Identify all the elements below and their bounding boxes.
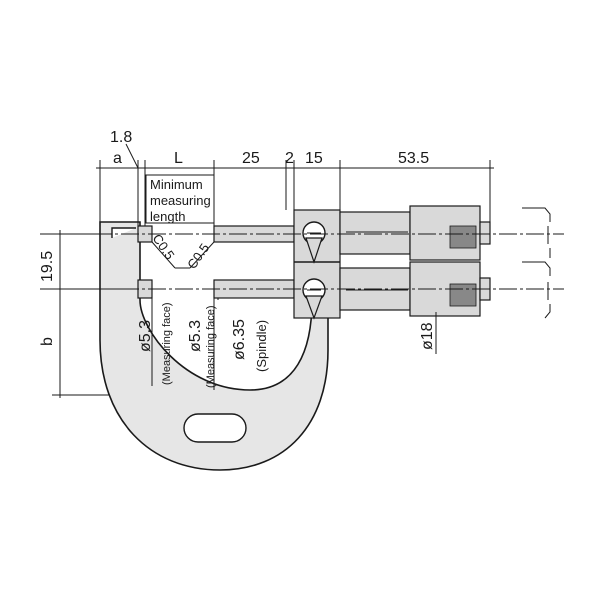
top-dimension-chain bbox=[96, 143, 494, 226]
dim-face-2: ø5.3 bbox=[187, 320, 204, 352]
dim-19-5: 19.5 bbox=[39, 251, 56, 282]
chamfer-left: C0.5 bbox=[150, 231, 178, 262]
dim-b: b bbox=[39, 337, 56, 346]
spindle-clamp-block bbox=[293, 209, 341, 320]
dim-face-1: ø5.3 bbox=[137, 320, 154, 352]
label-face-2: (Measuring face) bbox=[205, 305, 217, 388]
dim-thimble: ø18 bbox=[419, 322, 436, 350]
dim-25: 25 bbox=[242, 150, 260, 167]
minimum-note-box bbox=[145, 174, 215, 224]
label-face-1: (Measuring face) bbox=[161, 302, 173, 385]
minimum-note-line1: Minimum bbox=[150, 177, 203, 192]
minimum-note-line2: measuring bbox=[150, 193, 211, 208]
chamfer-right: C0.5 bbox=[184, 241, 212, 272]
dim-53-5: 53.5 bbox=[398, 150, 429, 167]
dim-1-8: 1.8 bbox=[110, 129, 132, 146]
minimum-note-line3: length bbox=[150, 209, 185, 224]
face-leaders bbox=[151, 280, 219, 390]
label-spindle: (Spindle) bbox=[254, 320, 269, 372]
frame-window bbox=[183, 413, 247, 443]
dim-a: a bbox=[113, 150, 122, 167]
chamfer-leaders bbox=[151, 241, 215, 269]
sleeve-upper bbox=[339, 211, 411, 255]
dim-2: 2 bbox=[285, 150, 294, 167]
dim-spindle: ø6.35 bbox=[231, 319, 248, 360]
dim-L: L bbox=[174, 150, 183, 167]
frame-body bbox=[99, 221, 329, 471]
break-marks bbox=[522, 207, 551, 319]
left-dimension-chain bbox=[52, 230, 138, 398]
thimble-upper bbox=[409, 205, 491, 261]
dim-15: 15 bbox=[305, 150, 323, 167]
